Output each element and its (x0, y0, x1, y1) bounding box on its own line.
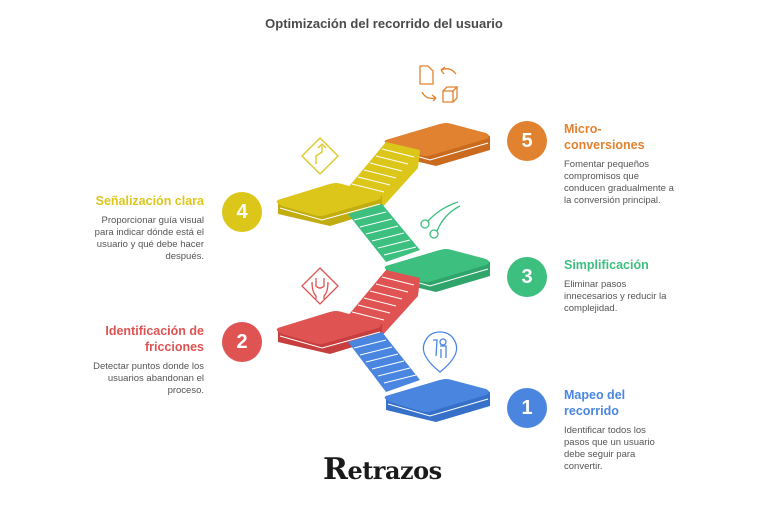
step-5-description: Fomentar pequeños compromisos que conduc… (564, 159, 674, 206)
step-3-heading: Simplificación (564, 258, 649, 272)
step-1-block: Mapeo del recorrido Identificar todos lo… (564, 387, 704, 473)
page-title: Optimización del recorrido del usuario (265, 16, 503, 31)
step-3-block: Simplificación Eliminar pasos innecesari… (564, 257, 704, 315)
step-1-description: Identificar todos los pasos que un usuar… (564, 425, 655, 472)
step-2-block: Identificación de fricciones Detectar pu… (64, 323, 204, 397)
merge-arrows-sign-icon (301, 267, 339, 305)
scissors-icon (420, 201, 461, 239)
step-4-description: Proporcionar guía visual para indicar dó… (94, 215, 204, 262)
stairs-1-to-2 (348, 332, 420, 392)
step-3-description: Eliminar pasos innecesarios y reducir la… (564, 279, 667, 314)
step-badge-4: 4 (222, 192, 262, 232)
step-2-heading: Identificación de fricciones (105, 324, 204, 354)
step-4-block: Señalización clara Proporcionar guía vis… (64, 193, 204, 263)
step-badge-2: 2 (222, 322, 262, 362)
step-badge-3: 3 (507, 257, 547, 297)
step-2-description: Detectar puntos donde los usuarios aband… (93, 361, 204, 396)
brand-logo: Retrazos (323, 452, 442, 487)
step-4-heading: Señalización clara (95, 194, 204, 208)
step-1-heading: Mapeo del recorrido (564, 388, 626, 418)
step-badge-5: 5 (507, 121, 547, 161)
road-sign-turn-icon (301, 137, 339, 175)
step-5-block: Micro- conversiones Fomentar pequeños co… (564, 121, 704, 207)
step-badge-1: 1 (507, 388, 547, 428)
step-5-heading: Micro- conversiones (564, 122, 645, 152)
document-cube-exchange-icon (419, 65, 459, 103)
person-location-pin-icon (422, 331, 458, 373)
platform-1 (384, 379, 490, 422)
stairs-3-to-4 (348, 204, 420, 262)
